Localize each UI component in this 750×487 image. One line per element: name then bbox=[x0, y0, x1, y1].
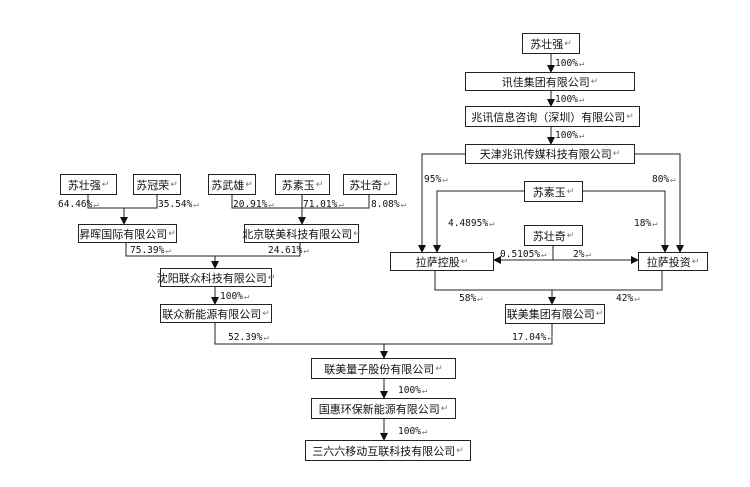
label-18: 18%↵ bbox=[634, 218, 658, 229]
label-75-39: 75.39%↵ bbox=[130, 245, 171, 256]
entity-lianmei-quantum: 联美量子股份有限公司↵ bbox=[311, 358, 456, 379]
edge-tianjin-lasa-holding bbox=[418, 153, 465, 253]
entity-lasa-invest: 拉萨投资↵ bbox=[638, 252, 708, 271]
entity-su-zhuangqiang-left: 苏壮强↵ bbox=[60, 174, 117, 195]
entity-su-zhuangqi-mid: 苏壮奇↵ bbox=[343, 174, 397, 195]
label-100-quantum: 100%↵ bbox=[398, 385, 428, 396]
entity-xunjia-group: 讯佳集团有限公司↵ bbox=[465, 72, 635, 91]
label-100-guohui: 100%↵ bbox=[398, 426, 428, 437]
label-4-4895: 4.4895%↵ bbox=[448, 218, 495, 229]
entity-sanliuliu: 三六六移动互联科技有限公司↵ bbox=[305, 440, 471, 461]
edge-to-shenyang bbox=[125, 243, 301, 257]
label-42: 42%↵ bbox=[616, 293, 640, 304]
label-58: 58%↵ bbox=[459, 293, 483, 304]
entity-su-zhuangqi-right: 苏壮奇↵ bbox=[524, 225, 583, 246]
label-100-lianzhong: 100%↵ bbox=[220, 291, 250, 302]
edge-lasa-to-lianmei bbox=[434, 271, 663, 291]
edge-tianjin-lasa-invest bbox=[634, 153, 684, 253]
label-top-100-1: 100%↵ bbox=[555, 58, 585, 69]
entity-guohui-env: 国惠环保新能源有限公司↵ bbox=[311, 398, 456, 419]
label-0-5105: 0.5105%↵ bbox=[500, 249, 547, 260]
entity-su-suyu-right: 苏素玉↵ bbox=[524, 181, 583, 202]
label-95: 95%↵ bbox=[424, 174, 448, 185]
entity-lianmei-group: 联美集团有限公司↵ bbox=[505, 304, 605, 324]
label-8-08: 8.08%↵ bbox=[371, 199, 407, 210]
label-20-91: 20.91%↵ bbox=[233, 199, 274, 210]
label-top-100-3: 100%↵ bbox=[555, 130, 585, 141]
edge-suyu-lasa-invest bbox=[583, 190, 669, 253]
entity-lianzhong-energy: 联众新能源有限公司↵ bbox=[160, 304, 272, 323]
entity-shenyang-lianzhong: 沈阳联众科技有限公司↵ bbox=[157, 268, 275, 287]
entity-su-wuxiong: 苏武雄↵ bbox=[208, 174, 256, 195]
entity-zhaoxun-info: 兆讯信息咨询（深圳）有限公司↵ bbox=[465, 106, 640, 127]
entity-su-zhuangqiang-top: 苏壮强↵ bbox=[522, 33, 580, 54]
label-64-46: 64.46%↵ bbox=[58, 199, 99, 210]
label-17-04: 17.04%↵ bbox=[512, 332, 553, 343]
label-80: 80%↵ bbox=[652, 174, 676, 185]
entity-su-suyu-mid: 苏素玉↵ bbox=[275, 174, 330, 195]
entity-shenghui-intl: 昇晖国际有限公司↵ bbox=[78, 224, 177, 243]
label-71-01: 71.01%↵ bbox=[303, 199, 344, 210]
edge-mid-persons-beijing bbox=[231, 195, 370, 209]
edge-left-persons-shenghui bbox=[87, 195, 158, 209]
edge-suyu-lasa-holding bbox=[433, 190, 524, 253]
entity-lasa-holding: 拉萨控股↵ bbox=[390, 252, 494, 271]
label-35-54: 35.54%↵ bbox=[158, 199, 199, 210]
entity-beijing-lianmei: 北京联美科技有限公司↵ bbox=[242, 224, 361, 243]
label-52-39: 52.39%↵ bbox=[228, 332, 269, 343]
label-24-61: 24.61%↵ bbox=[268, 245, 309, 256]
entity-tianjin-zhaoxun: 天津兆讯传媒科技有限公司↵ bbox=[465, 144, 635, 164]
label-top-100-2: 100%↵ bbox=[555, 94, 585, 105]
label-2: 2%↵ bbox=[573, 249, 591, 260]
entity-su-guanrong: 苏冠荣↵ bbox=[133, 174, 181, 195]
